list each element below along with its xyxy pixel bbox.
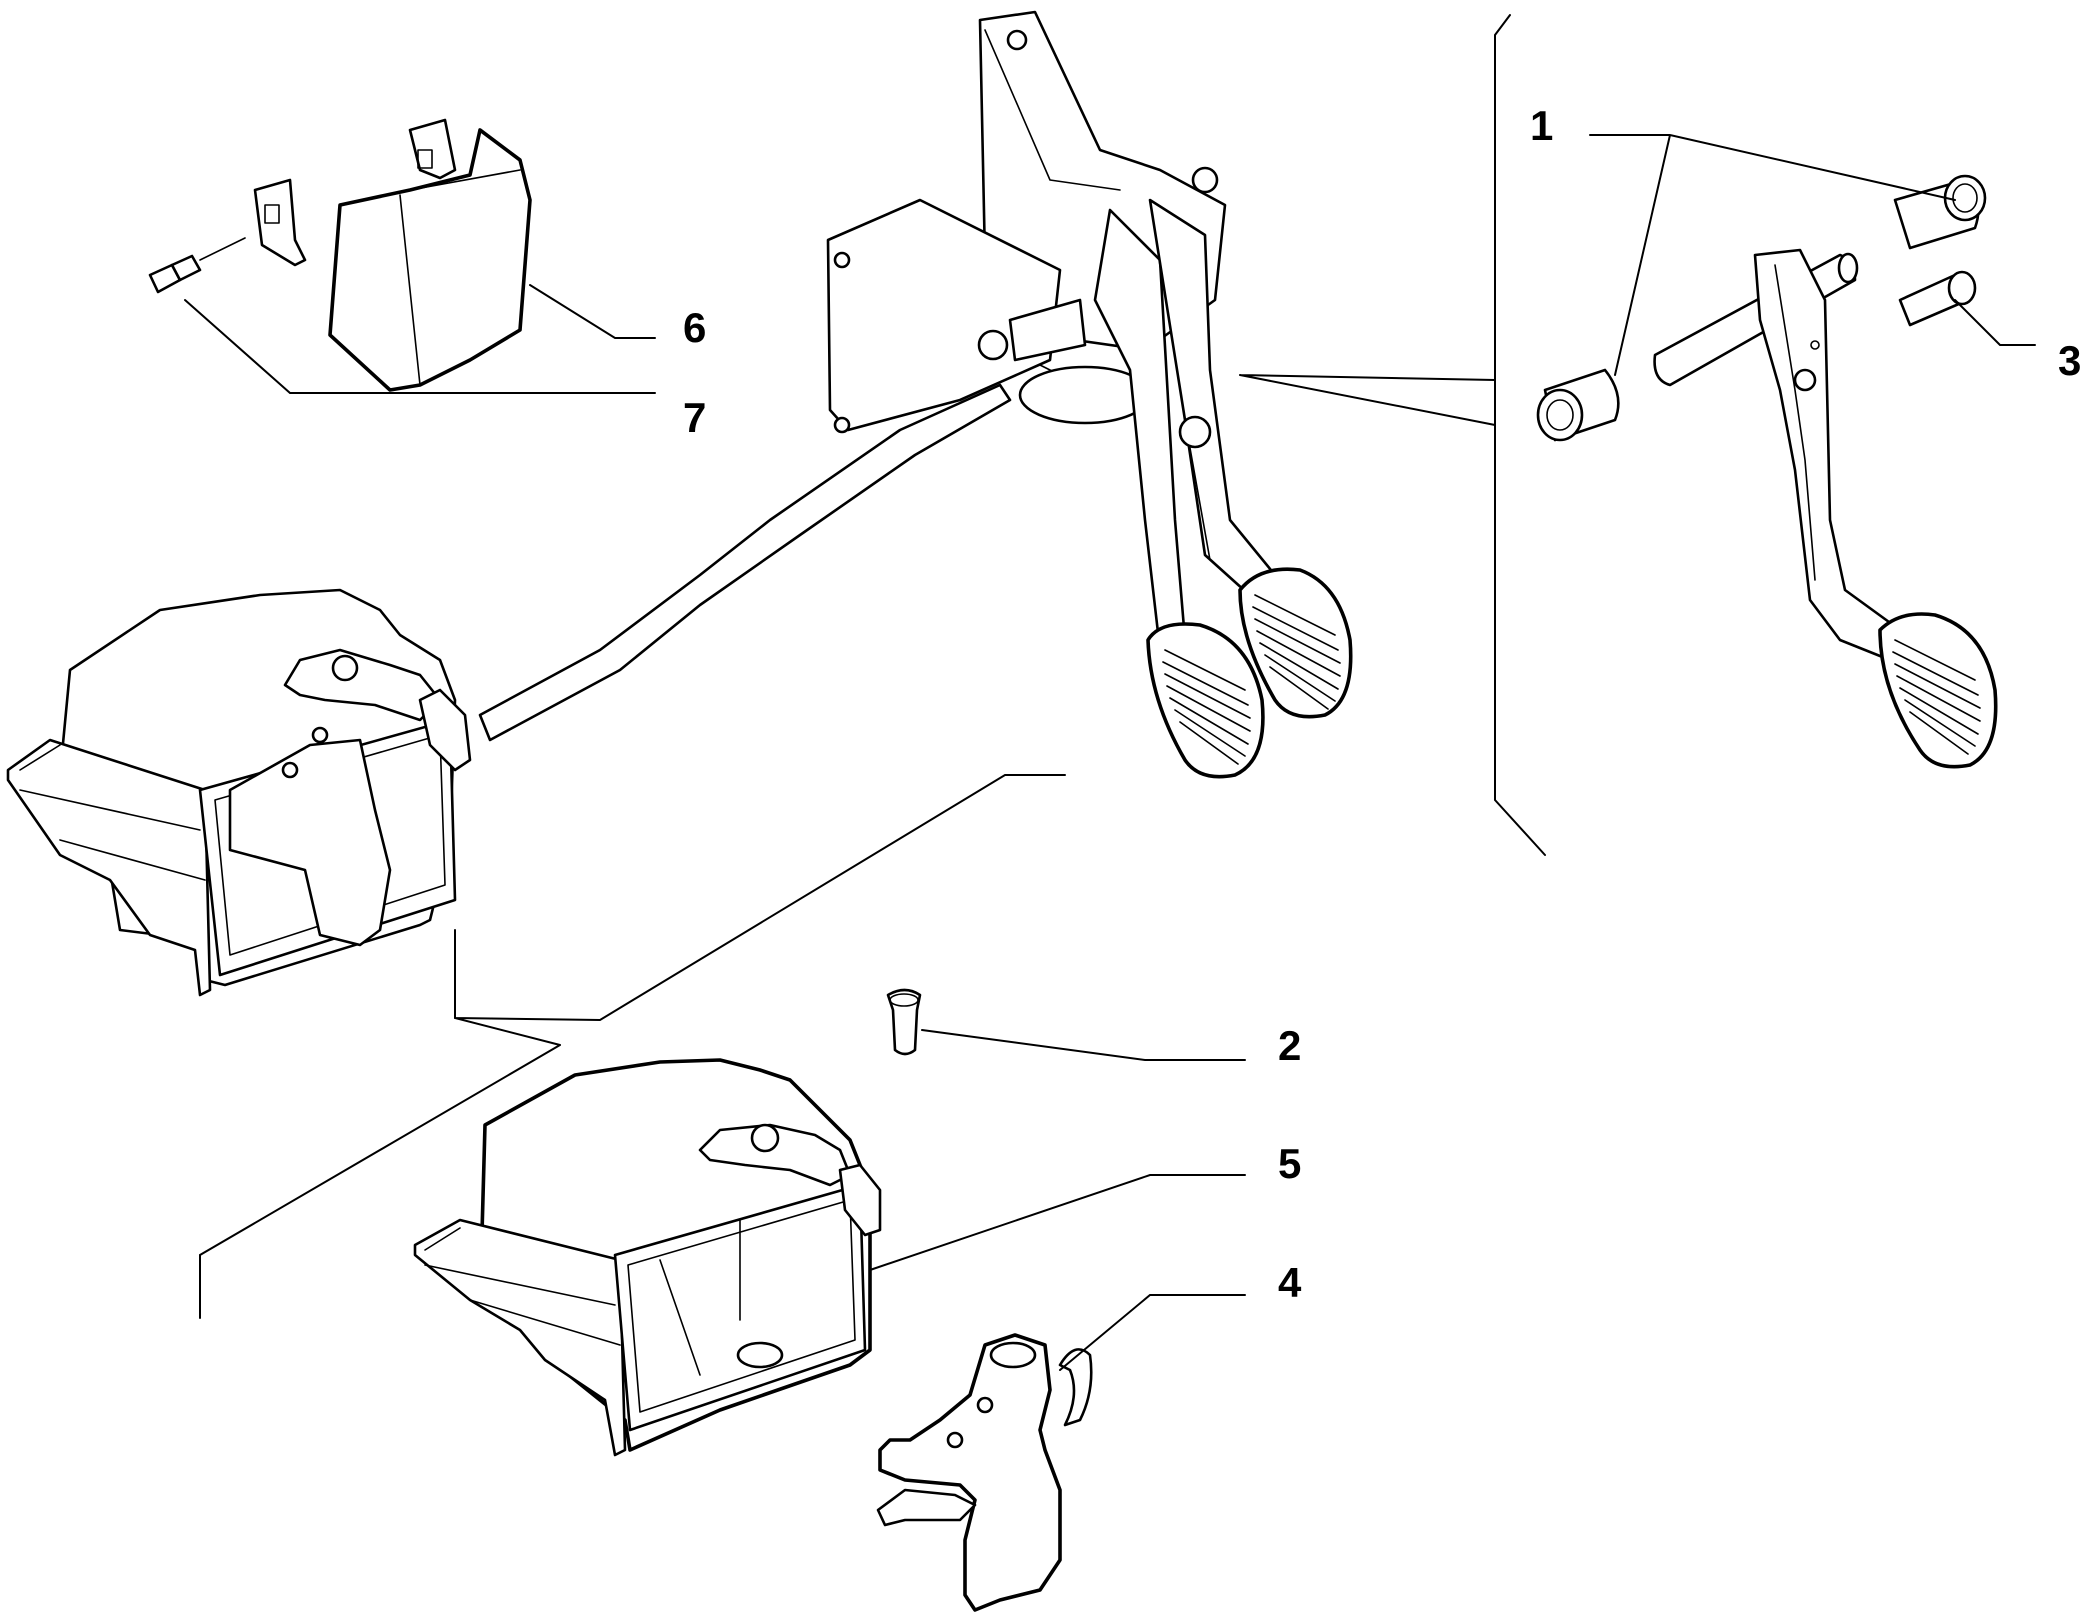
leader-6: [529, 284, 656, 339]
group-bracket-lower: [199, 774, 1066, 1319]
part-2-pin: [886, 988, 922, 1056]
pedal-bracket-assembly: [478, 10, 1353, 779]
callout-1: 1: [1530, 102, 1553, 149]
clutch-pedal-exploded: [1536, 174, 1998, 769]
part-7-screw: [148, 237, 246, 294]
callout-5: 5: [1278, 1140, 1301, 1187]
callout-4: 4: [1278, 1259, 1302, 1306]
part-1-bush-upper: [1893, 174, 1987, 250]
leader-4: [1059, 1294, 1246, 1371]
callout-6: 6: [683, 304, 706, 351]
callout-7: 7: [683, 394, 706, 441]
clutch-pedal-pad: [1146, 622, 1265, 779]
part-6-pedal-cover: [253, 118, 532, 392]
leader-7: [184, 299, 656, 394]
part-1-bush-lower: [1536, 368, 1620, 442]
leader-5: [869, 1174, 1246, 1271]
part-4-actuator: [876, 1333, 1093, 1612]
part-5-pedal-box: [413, 1058, 882, 1457]
leader-1: [1589, 134, 1956, 376]
callout-2: 2: [1278, 1022, 1301, 1069]
leader-3: [1954, 299, 2036, 346]
part-3-pin: [1898, 270, 1977, 327]
callout-3: 3: [2058, 337, 2081, 384]
leader-2: [921, 1029, 1246, 1061]
group-bracket-right: [1239, 14, 1546, 856]
brake-pedal-pad: [1238, 567, 1353, 719]
pedal-box-assembled: [6, 588, 472, 997]
